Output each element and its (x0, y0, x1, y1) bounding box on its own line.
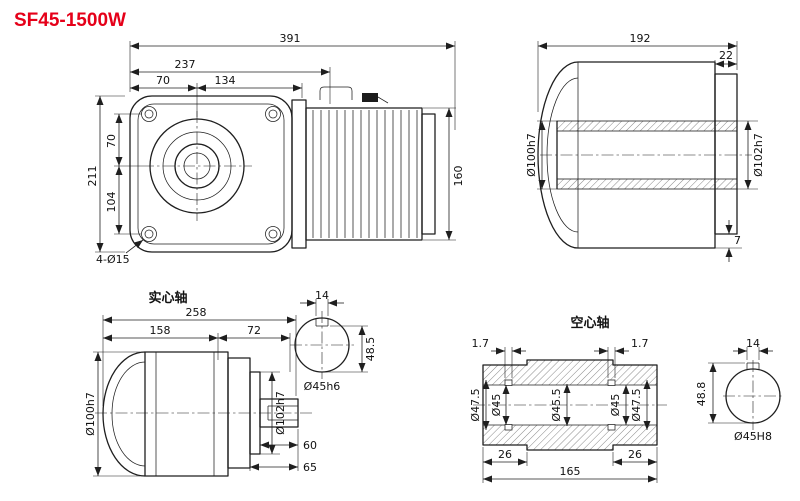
side-view: 192 22 Ø100h7 Ø102h7 7 (525, 32, 765, 262)
dim-height: 211 (86, 166, 99, 187)
solid-shaft-label: 实心轴 (148, 290, 187, 306)
drawing-title: SF45-1500W (14, 10, 126, 31)
dim-housing-length: 158 (150, 324, 171, 337)
hollow-shaft-dimensions: 1.7 1.7 Ø47.5 Ø45 Ø45.5 Ø45 Ø47.5 26 26 (469, 337, 658, 483)
cable-gland (362, 93, 378, 102)
solid-shaft-view: 实心轴 258 158 72 Ø100h7 (84, 290, 317, 477)
dim-mounting-holes: 4-Ø15 (96, 253, 130, 266)
front-view: 391 237 70 134 211 70 104 160 (86, 32, 465, 266)
dim-housing-length: 237 (175, 58, 196, 71)
dim-step: 7 (734, 234, 741, 247)
dim-bore-diameter: Ø100h7 (525, 133, 538, 177)
dim-groove-diameter-left: Ø47.5 (469, 388, 482, 421)
shaft-wall-top (556, 120, 738, 132)
gearbox-face (137, 103, 285, 245)
dim-end-length-left: 26 (498, 448, 512, 461)
dim-flange-thickness: 22 (719, 49, 733, 62)
dim-key-width: 14 (746, 337, 760, 350)
dim-bore-fit: Ø45H8 (734, 430, 772, 443)
dim-bore-diameter-right: Ø45 (609, 394, 622, 417)
housing-outline (144, 351, 229, 477)
dim-key-width: 14 (315, 289, 329, 302)
dim-total-length: 165 (560, 465, 581, 478)
shaft-wall-bottom (556, 178, 738, 190)
hollow-shaft-outline (482, 359, 658, 451)
dim-flange-section: 72 (247, 324, 261, 337)
dim-bore-diameter-left: Ø45 (490, 394, 503, 417)
wall-hatch-bottom (483, 425, 657, 450)
solid-shaft-dimensions: 258 158 72 Ø100h7 Ø102h7 60 65 (84, 306, 317, 477)
hollow-shaft-view: 空心轴 1.7 1.7 Ø47.5 Ø45 (469, 315, 667, 483)
corner-bolt-holes (141, 106, 281, 242)
solid-shaft-end-view: 14 48.5 Ø45h6 (290, 289, 377, 393)
bell-outer-arc (102, 351, 146, 477)
dim-spigot-diameter: Ø102h7 (274, 391, 287, 435)
dim-overall-length: 258 (186, 306, 207, 319)
dim-groove-width-right: 1.7 (631, 337, 649, 350)
dim-middle-diameter: Ø45.5 (550, 388, 563, 421)
end-view-dimensions: 14 48.5 Ø45h6 (300, 289, 377, 393)
dim-shaft-diameter: Ø45h6 (304, 380, 341, 393)
dim-center-from-top: 70 (105, 134, 118, 148)
flange (714, 73, 738, 235)
dim-housing-diameter: Ø100h7 (84, 392, 97, 436)
bell-inner-arc (111, 361, 146, 467)
dim-groove-width-left: 1.7 (472, 337, 490, 350)
dim-key-height: 48.8 (695, 382, 708, 407)
hollow-shaft-end-view: 14 48.8 Ø45H8 (695, 337, 783, 443)
motor-body (291, 86, 436, 249)
shaft-boss-circles (142, 111, 252, 221)
dim-shaft-length: 60 (303, 439, 317, 452)
front-view-dimensions: 391 237 70 134 211 70 104 160 (86, 32, 465, 266)
bell-outer-arc (537, 61, 579, 249)
hollow-shaft-label: 空心轴 (570, 315, 609, 331)
end-view-dimensions: 14 48.8 Ø45H8 (695, 337, 773, 443)
dim-center-from-left: 70 (156, 74, 170, 87)
dim-shaft-total-length: 65 (303, 461, 317, 474)
dim-overall-length: 391 (280, 32, 301, 45)
dim-center-to-flange: 134 (215, 74, 236, 87)
dim-end-length-right: 26 (628, 448, 642, 461)
wall-hatch-top (483, 360, 657, 385)
dim-center-to-bottom: 104 (105, 192, 118, 213)
dim-overall-width: 192 (630, 32, 651, 45)
cooling-fins (312, 110, 418, 238)
dim-hub-diameter: Ø102h7 (752, 133, 765, 177)
dim-motor-height: 160 (452, 166, 465, 187)
side-view-dimensions: 192 22 Ø100h7 Ø102h7 7 (525, 32, 765, 262)
snap-ring-grooves (504, 379, 616, 431)
lifting-handle (319, 86, 353, 100)
dim-groove-diameter-right: Ø47.5 (630, 388, 643, 421)
dim-key-height: 48.5 (364, 337, 377, 362)
